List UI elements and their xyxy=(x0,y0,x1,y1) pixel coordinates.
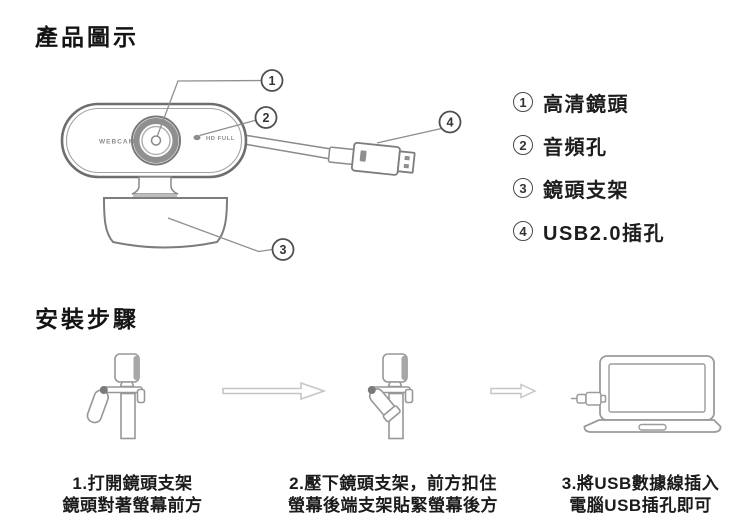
right-arrow-icon xyxy=(222,381,327,401)
legend-item-audio: 2 音頻孔 xyxy=(513,133,665,159)
usb-plug-small xyxy=(571,391,607,406)
circled-number-3: 3 xyxy=(513,178,533,198)
circled-number-1: 1 xyxy=(513,92,533,112)
usb-cable xyxy=(243,134,332,160)
step2-illustration xyxy=(367,353,414,440)
step3-illustration xyxy=(571,355,722,433)
step1-illustration xyxy=(86,353,146,440)
step1-caption-line2: 鏡頭對著螢幕前方 xyxy=(62,496,203,515)
step1-caption: 1.打開鏡頭支架 鏡頭對著螢幕前方 xyxy=(35,473,230,517)
trackpad-notch xyxy=(638,423,667,431)
svg-text:3: 3 xyxy=(280,243,287,257)
step1-caption-line1: 1.打開鏡頭支架 xyxy=(72,474,193,493)
usb-plug xyxy=(327,141,416,176)
legend-item-lens: 1 高清鏡頭 xyxy=(513,90,665,116)
legend-item-usb: 4 USB2.0插孔 xyxy=(513,219,666,245)
svg-text:4: 4 xyxy=(447,116,454,130)
step2-caption-line2: 螢幕後端支架貼緊螢幕後方 xyxy=(288,496,498,515)
step2-caption-line1: 2.壓下鏡頭支架，前方扣住 xyxy=(289,474,497,493)
mount-hinge xyxy=(133,194,177,198)
hinge-pivot xyxy=(99,386,108,394)
callout-3-marker: 3 xyxy=(271,238,295,261)
callout-3-leader xyxy=(167,217,273,253)
clip-base xyxy=(102,197,229,249)
bracket-foot xyxy=(382,405,401,423)
head-collar xyxy=(119,381,135,388)
step3-caption: 3.將USB數據線插入 電腦USB插孔即可 xyxy=(528,473,750,517)
svg-text:1: 1 xyxy=(269,74,276,88)
right-arrow-icon xyxy=(490,383,537,399)
step2-caption: 2.壓下鏡頭支架，前方扣住 螢幕後端支架貼緊螢幕後方 xyxy=(248,473,538,517)
monitor-panel xyxy=(120,392,136,440)
callout-2-marker: 2 xyxy=(254,106,278,129)
legend-label-lens: 高清鏡頭 xyxy=(543,93,629,116)
legend-label-audio: 音頻孔 xyxy=(543,136,608,159)
camera-lens xyxy=(131,115,181,166)
callout-1-leader xyxy=(156,79,262,136)
hd-indicator-text: HD FULL xyxy=(206,136,235,142)
legend-label-usb: USB2.0插孔 xyxy=(543,222,666,245)
plug-metal-tip xyxy=(396,150,416,174)
callout-1-marker: 1 xyxy=(260,69,284,92)
step3-caption-line2: 電腦USB插孔即可 xyxy=(569,496,712,515)
audio-hole xyxy=(193,134,201,141)
laptop-display xyxy=(608,363,706,413)
section-title-install: 安裝步驟 xyxy=(35,306,139,332)
head-collar xyxy=(387,381,403,388)
product-diagram: WEBCAM HD FULL 1 2 3 4 xyxy=(60,69,462,261)
mount-neck xyxy=(131,176,179,195)
rear-clip-tab xyxy=(136,388,146,404)
legend-label-bracket: 鏡頭支架 xyxy=(543,179,629,202)
circled-number-2: 2 xyxy=(513,135,533,155)
circled-number-4: 4 xyxy=(513,221,533,241)
mount-arm xyxy=(101,386,143,394)
section-title-product: 產品圖示 xyxy=(35,24,139,50)
callout-4-marker: 4 xyxy=(438,110,462,134)
hinge-pivot xyxy=(367,386,376,394)
plug-logo-mark xyxy=(359,150,367,162)
parts-legend: 1 高清鏡頭 2 音頻孔 3 鏡頭支架 4 USB2.0插孔 xyxy=(513,90,666,245)
step3-caption-line1: 3.將USB數據線插入 xyxy=(561,474,720,493)
bracket-leg-open xyxy=(86,389,110,424)
callout-2-leader xyxy=(199,119,257,137)
rear-clip-tab xyxy=(404,388,414,404)
legend-item-bracket: 3 鏡頭支架 xyxy=(513,176,665,202)
webcam-brand-text: WEBCAM xyxy=(99,139,135,146)
svg-text:2: 2 xyxy=(263,111,270,125)
callout-4-leader xyxy=(376,127,442,144)
